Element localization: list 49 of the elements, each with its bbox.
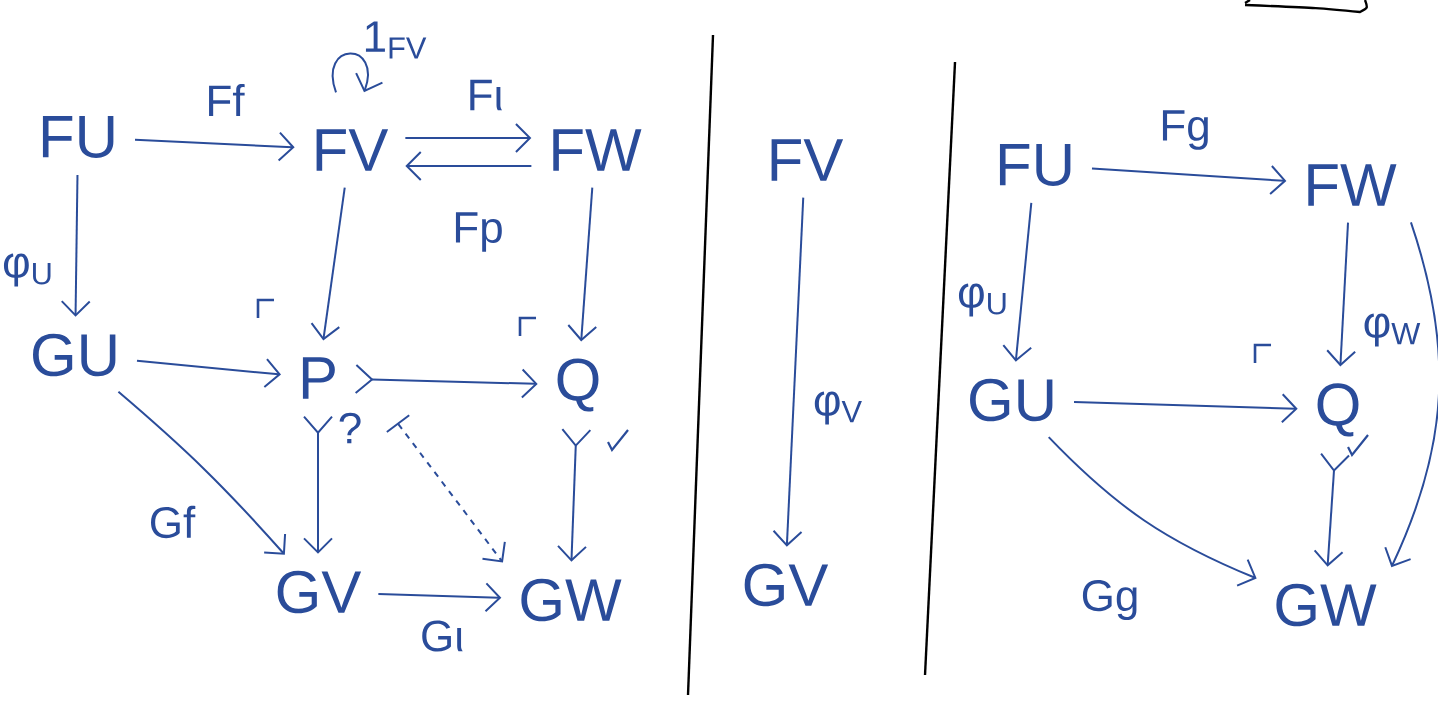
object-label: Q (557, 358, 599, 412)
edge-label: φ$_{U}$ (3, 253, 51, 287)
arrow (1091, 165, 1287, 195)
edge-label: Gι (422, 620, 463, 652)
arrow (772, 196, 805, 547)
arrow (1313, 452, 1350, 567)
arrow (1002, 201, 1033, 362)
arrow (557, 428, 592, 562)
edge-label: φ$_{U}$ (958, 283, 1006, 317)
edge-label: Gf (151, 505, 196, 539)
arrow (117, 390, 287, 555)
object-label: FV (771, 139, 844, 181)
arrow (377, 582, 502, 613)
arrow (1047, 436, 1257, 587)
edge-label: 1$_{FV}$ (365, 21, 427, 59)
arrow (303, 415, 333, 554)
arrow (1326, 221, 1357, 367)
arrow (310, 186, 346, 341)
object-label: GU (33, 333, 116, 377)
object-label: FV (316, 129, 389, 171)
object-label: FU (42, 116, 114, 158)
edge-label: φ$_{W}$ (1364, 313, 1421, 347)
edge-label: Fg (1162, 110, 1208, 150)
edge-label: Gg (1082, 580, 1137, 620)
object-label: FW (1308, 164, 1397, 206)
object-label: GV (744, 563, 829, 607)
arrow (60, 173, 91, 317)
object-label: FW (553, 129, 642, 171)
object-label: GU (970, 378, 1053, 422)
object-label: GW (521, 578, 622, 622)
object-label: GW (1276, 583, 1377, 627)
edge-label: Fι (470, 79, 503, 111)
arrow (567, 186, 598, 342)
object-label: FU (999, 144, 1071, 186)
arrow (1384, 221, 1438, 568)
object-label: GV (277, 570, 362, 614)
arrow (405, 151, 533, 181)
arrow (1073, 393, 1298, 424)
edge-label: φ$_{V}$ (814, 391, 862, 425)
edge-label: Ff (209, 84, 245, 116)
arrow (385, 414, 506, 563)
arrow (134, 131, 295, 162)
object-label: P (302, 357, 335, 399)
edge-label: ? (339, 412, 361, 444)
arrow (136, 358, 281, 388)
arrow (354, 364, 538, 399)
edge-label: Fp (455, 212, 502, 252)
arrow (404, 123, 532, 153)
object-label: Q (1317, 383, 1359, 437)
